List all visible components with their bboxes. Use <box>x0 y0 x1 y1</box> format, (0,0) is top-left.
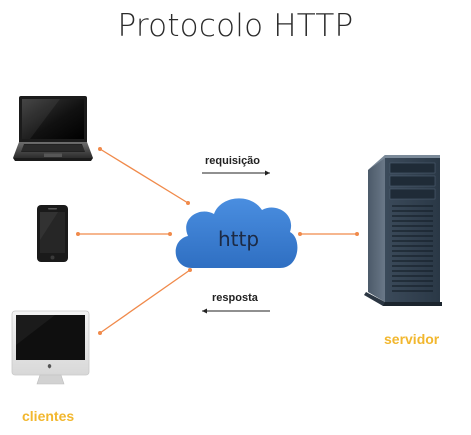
connector-dot <box>98 147 102 151</box>
page-title: Protocolo HTTP <box>117 8 354 44</box>
server-label: servidor <box>384 331 440 347</box>
clients-label: clientes <box>22 408 75 424</box>
cloud-icon <box>175 198 298 268</box>
connector-lines <box>76 147 359 335</box>
connector-dot <box>188 268 192 272</box>
laptop-icon <box>13 96 93 161</box>
tower-server-icon <box>364 155 442 306</box>
request-label: requisição <box>205 155 261 167</box>
connector-dot <box>298 232 302 236</box>
connector-dot <box>98 331 102 335</box>
smartphone-icon <box>37 205 68 262</box>
response-label: resposta <box>212 292 258 304</box>
connector-dot <box>168 232 172 236</box>
connector-dot <box>355 232 359 236</box>
connector-desktop-cloud <box>99 269 191 334</box>
connector-dot <box>186 201 190 205</box>
desktop-computer-icon <box>11 310 90 385</box>
cloud-label: http <box>218 227 260 251</box>
connector-laptop-cloud <box>99 148 189 204</box>
connector-dot <box>76 232 80 236</box>
